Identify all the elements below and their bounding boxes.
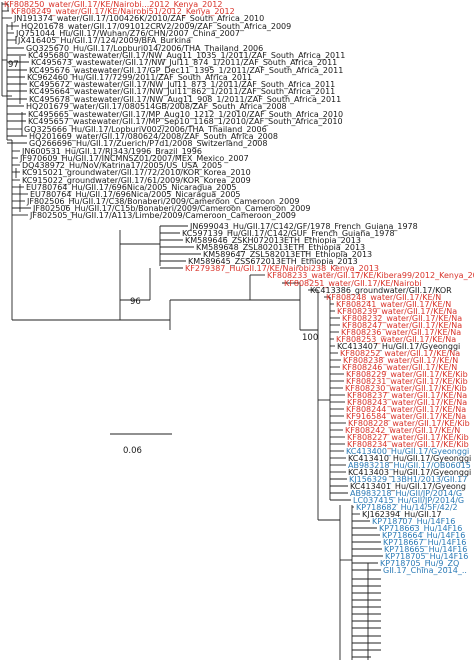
- leaf-label: KF808239_water/GII.17/KE/Na: [337, 307, 457, 316]
- leaf-label: EU780764_Hu/GII.17/696Nica/2005_Nicaragu…: [30, 190, 241, 199]
- leaf-label: KC413400_Hu/GII.17/Gyeonggi: [346, 447, 469, 456]
- leaf-label: KF808246_water/GII.17/KE/N: [342, 363, 457, 372]
- leaf-label: KC597139_Hu/GII.17/C142/GUF_French_Guian…: [182, 229, 395, 238]
- leaf-label: KF808241_water/GII.17/KE/N: [336, 300, 451, 309]
- leaf-label: KF808253_water/GII.17/KE/Na: [336, 335, 456, 344]
- leaf-label: KC495678_wastewater/GII.17/NW_Aug11_908_…: [29, 95, 341, 104]
- leaf-label: JX416405_Hu/GII.17/124/2009/BFA_Burkina: [17, 36, 191, 45]
- leaf-label: GII.17_China_2014_..: [383, 566, 467, 575]
- leaf-label: KF808231_water/GII.17/KE/Kib: [346, 377, 468, 386]
- leaf-label: KF808230_water/GII.17/KE/Kib: [345, 384, 467, 393]
- leaf-label: KP718705_Hu/9_ZQ: [380, 559, 459, 568]
- leaf-label: KC495657_wastewater/GII.17/MP_Sep10_1168…: [28, 117, 343, 126]
- scale-bar-label: 0.06: [123, 446, 142, 456]
- leaf-label: DQ438972_Hu/NoV/Katrina17/2005/US_USA_20…: [22, 161, 222, 170]
- leaf-labels: KF808250_water/GII.17/KE/Nairobi...2012_…: [4, 0, 474, 575]
- leaf-label: KF279387_Hu/GII.17/KE/Nairobi238_Kenya_2…: [185, 264, 379, 273]
- leaf-label: KP718663_Hu/14F16: [379, 524, 462, 533]
- leaf-label: GQ325670_Hu/GII.17/Lopburi014/2006/THA_T…: [26, 44, 263, 53]
- leaf-label: KP718667_Hu/14F16: [383, 538, 466, 547]
- leaf-label: KC495673_wastewater/GII.17/NW_Jul11_874_…: [31, 58, 337, 67]
- leaf-label: KF808227_water/GII.17/KE/Kib: [347, 433, 469, 442]
- leaf-label: KF808249_water/GII.17/KE/Nairobi51/2012_…: [11, 7, 235, 16]
- leaf-label: KC413386_groundwater/GII.17/KOR: [310, 286, 452, 295]
- leaf-label: JF970609_Hu/GII.17/INCMNSZ01/2007/MEX_Me…: [19, 154, 249, 163]
- leaf-label: JQ751044_Hu/GII.17/Wuhan/Z76/CHN/2007_Ch…: [15, 29, 240, 38]
- leaf-label: KC413401_Hu/GII.17/Gyeong: [350, 482, 466, 491]
- leaf-label: KP718665_Hu/14F16: [384, 545, 467, 554]
- leaf-label: HQ201678_water/GII.17/091012CRV2/2009/ZA…: [21, 22, 291, 31]
- leaf-label: KM589645_ZSS672013ETH_Ethiopia_2013: [188, 257, 358, 266]
- leaf-label: AB983218_Hu/GII.17/OB06015: [348, 461, 471, 470]
- leaf-label: KF808234_water/GII.17/KE/Kib: [347, 440, 469, 449]
- leaf-label: KF808242_water/GII.17/KE/N: [345, 426, 460, 435]
- bootstrap-value-100: 100: [302, 333, 318, 343]
- bootstrap-value-96: 96: [130, 297, 141, 307]
- leaf-label: KM589647_ZSL582013ETH_Ethiopia_2013: [203, 250, 372, 259]
- leaf-label: KC413407_Hu/GII.17/Gyeonggi: [337, 342, 460, 351]
- leaf-label: JN600531_Hu/GII.17/RJ343/1996_Brazil_199…: [21, 147, 202, 156]
- leaf-label: LC037415_Hu/GII/JP/2014/G: [353, 496, 464, 505]
- leaf-label: JN699043_Hu/GII.17/C142/GF/1978_French_G…: [189, 222, 418, 231]
- leaf-label: KF808229_water/GII.17/KE/Kib: [346, 370, 468, 379]
- leaf-label: KC962460_Hu/GII.17/7299/2011/ZAF_South_A…: [27, 73, 252, 82]
- leaf-label: KF808232_water/GII.17/KE/Na: [342, 314, 462, 323]
- leaf-label: KF808251_water/GII.17/KE/Nairobi: [284, 279, 422, 288]
- leaf-label: KM589646_ZSKH072013ETH_Ethiopia_2013: [185, 236, 361, 245]
- leaf-label: KF916584_water/GII.17/KE/Na: [346, 412, 466, 421]
- leaf-label: KC495676_wastewater/GII.17/GP_Dec11_1395…: [29, 66, 343, 75]
- leaf-label: KF808244_water/GII.17/KE/Na: [346, 405, 466, 414]
- leaf-label: KC495680_wastewater/GII.17/NW_Aug11_1035…: [28, 51, 345, 60]
- leaf-label: HQ201679_water/GII.17/080514GB/2008/ZAF_…: [26, 102, 287, 111]
- leaf-label: JF802505_Hu/GII.17/A113/Limbe/2009/Camer…: [29, 211, 296, 220]
- leaf-label: JN191374_water/GII.17/100426K/2010/ZAF_S…: [13, 14, 264, 23]
- leaf-label: HQ201669_water/GII.17/080624/2008/ZAF_So…: [29, 132, 278, 141]
- leaf-label: KC495665_wastewater/GII.17/MP_Aug10_1212…: [28, 110, 343, 119]
- leaf-label: KP718664_Hu/14F16: [382, 531, 465, 540]
- tree-edges: [1, 2, 383, 660]
- leaf-label: KP718705_Hu/14F16: [385, 552, 468, 561]
- leaf-label: KP718682_Hu/14/5F/42/2: [356, 503, 458, 512]
- leaf-label: KF808236_water/GII.17/KE/Na: [341, 328, 461, 337]
- leaf-label: GQ325666_Hu/GII.17/LopburiV002/2006/THA_…: [24, 125, 267, 134]
- leaf-label: JF802506_Hu/GII.17/C38/Bonaberi/2009/Cam…: [26, 197, 299, 206]
- leaf-label: KF808237_water/GII.17/KE/Na: [347, 391, 467, 400]
- leaf-label: KF808243_water/GII.17/KE/Na: [347, 398, 467, 407]
- leaf-label: KM589648_ZSL802013ETH_Ethiopia_2013: [196, 243, 365, 252]
- leaf-label: KP718707_Hu/14F16: [372, 517, 455, 526]
- leaf-label: JF802506_Hu/GII.17/C15b/Bonaberi/2009/Ca…: [32, 204, 310, 213]
- leaf-label: KC495672_wastewater/GII.17/NW_Jul11_873_…: [29, 80, 335, 89]
- leaf-label: KC413410_Hu/GII.17/Gyeonggi: [348, 454, 471, 463]
- leaf-label: KF808228_water/GII.17/KE/Kib: [348, 419, 470, 428]
- leaf-label: KC413403_Hu/GII.17/Gyeonggi: [348, 468, 471, 477]
- leaf-label: KC495664_wastewater/GII.17/NW_Jul11_862_…: [29, 87, 335, 96]
- leaf-label: KF808238_water/GII.17/KE/N: [343, 356, 458, 365]
- leaf-label: GQ266696_Hu/GII.17/Zuerich/P7d1/2008_Swi…: [29, 139, 267, 148]
- leaf-label: KC915022_groundwater/GII.17/61/2009/KOR_…: [22, 176, 251, 185]
- leaf-label: KJ162394_Hu/GII.17: [362, 510, 442, 519]
- leaf-label: KC915021_groundwater/GII.17/72/2010/KOR_…: [22, 168, 251, 177]
- leaf-label: AB983218_Hu/GII/JP/2014/G: [350, 489, 462, 498]
- leaf-label: KF808250_water/GII.17/KE/Nairobi...2012_…: [4, 0, 222, 9]
- bootstrap-value-97: 97: [8, 60, 19, 70]
- leaf-label: KF808247_water/GII.17/KE/Na: [342, 321, 462, 330]
- leaf-label: KF808252_water/GII.17/KE/Na: [340, 349, 460, 358]
- leaf-label: EU780764_Hu/GII.17/696Nica/2005_Nicaragu…: [26, 183, 237, 192]
- leaf-label: KF808233_water/GII.17/KE/Kibera99/2012_K…: [267, 271, 474, 280]
- leaf-label: KJ156329_13BH1/2013/GII.17: [349, 475, 467, 484]
- leaf-label: KF808248_water/GII.17/KE/N: [326, 293, 441, 302]
